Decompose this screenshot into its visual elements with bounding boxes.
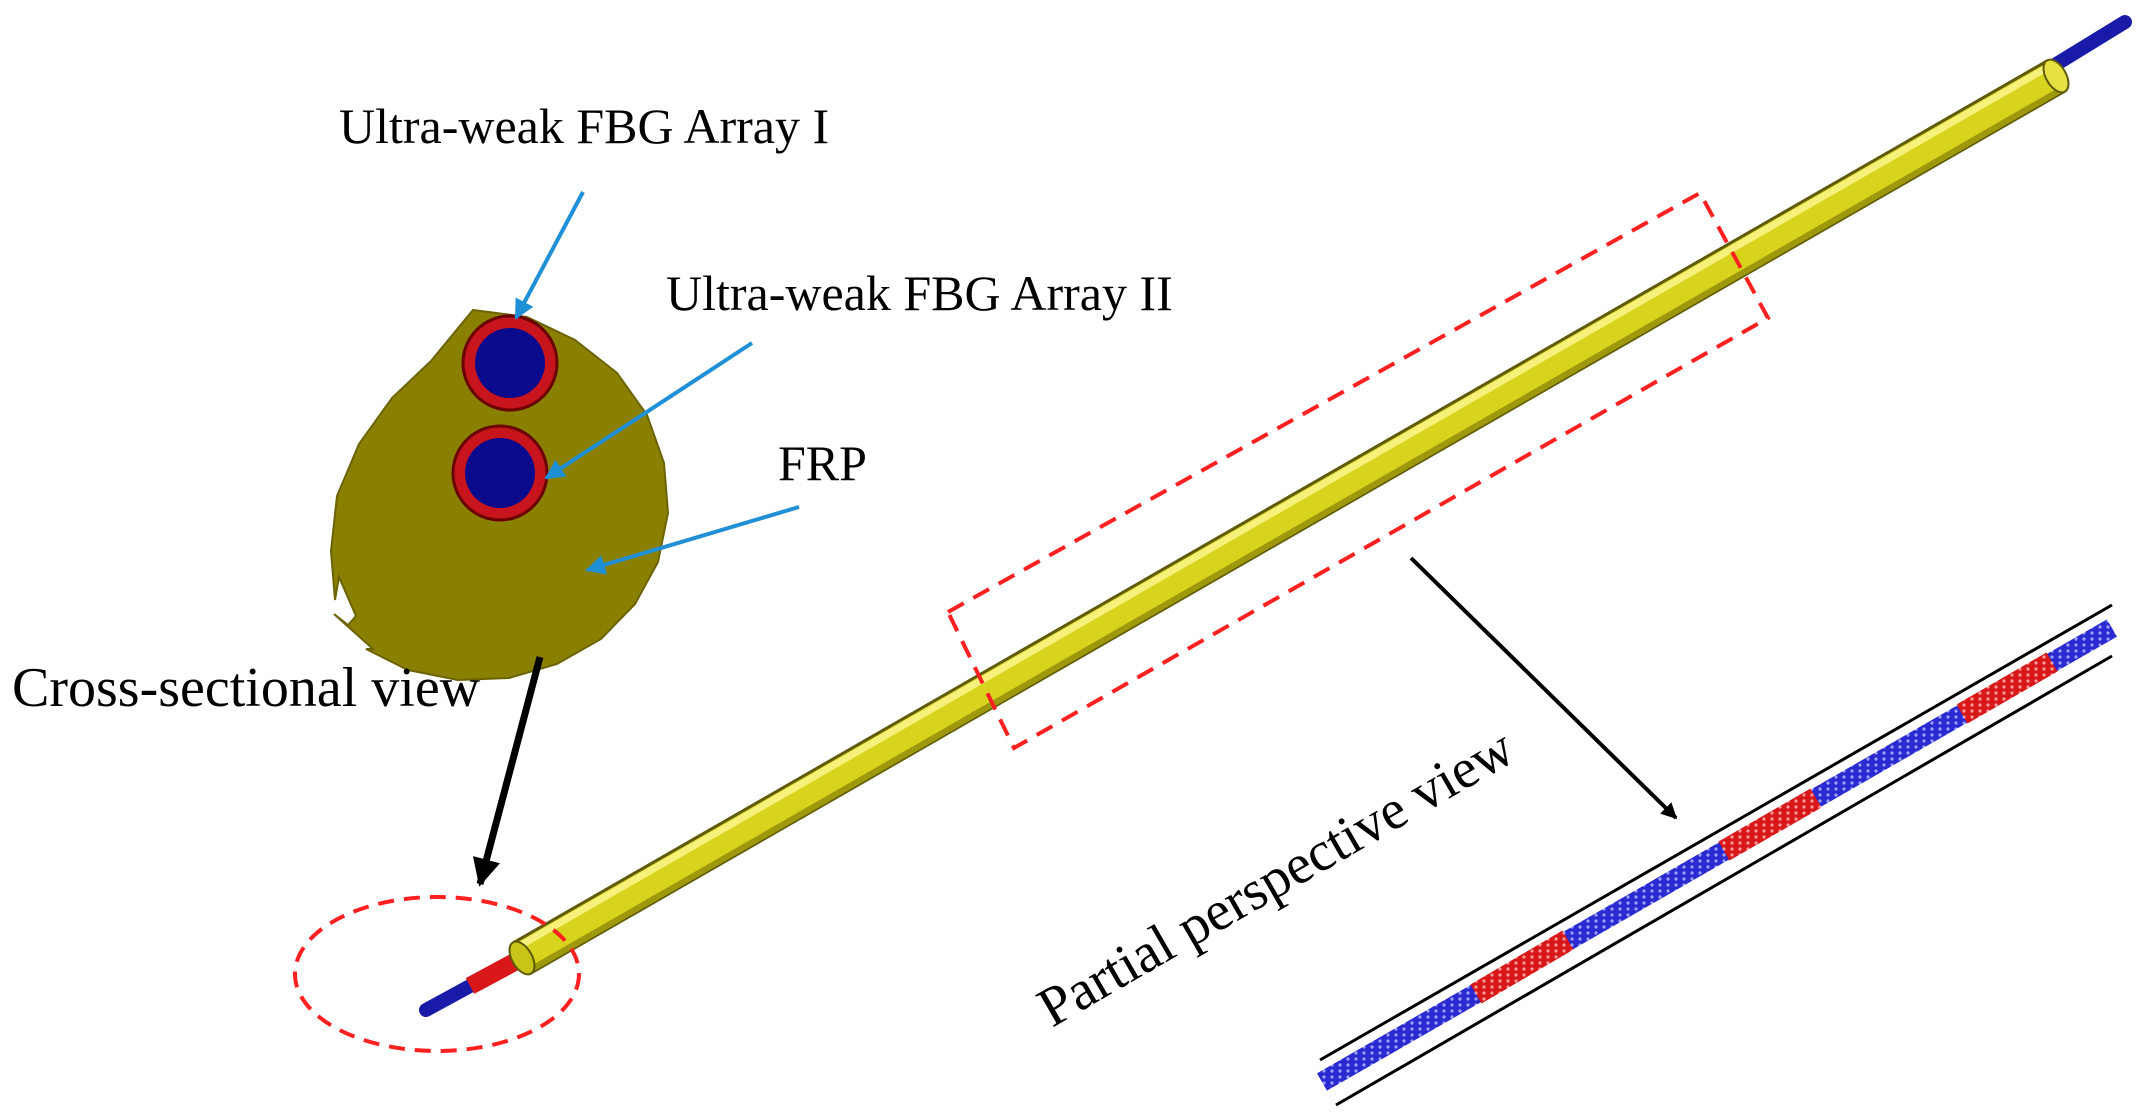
perspective-label: Partial perspective view <box>1028 716 1525 1039</box>
array-one-pointer-arrow <box>514 191 585 320</box>
fiber-array-two-section <box>451 424 549 522</box>
perspective-detail <box>1317 603 2117 1107</box>
grating-segment-3 <box>1956 652 2058 724</box>
end-highlight-ellipse <box>293 895 581 1053</box>
cross-section-view <box>329 308 670 682</box>
zoom-region-box <box>945 190 1771 751</box>
zoom-to-detail-arrow <box>1409 556 1678 820</box>
array-one-label: Ultra-weak FBG Array I <box>339 98 829 154</box>
grating-segment-1 <box>1470 930 1574 1004</box>
fiber-far-end <box>2043 15 2132 75</box>
cross-section-to-end-arrow <box>472 656 544 887</box>
cross-section-label: Cross-sectional view <box>12 657 481 719</box>
fiber-array-one-section <box>461 314 559 412</box>
frp-rod <box>508 58 2070 976</box>
array-two-label: Ultra-weak FBG Array II <box>666 265 1173 321</box>
frp-label: FRP <box>778 435 867 491</box>
grating-segment-2 <box>1718 788 1822 861</box>
frp-pointer-arrow <box>585 505 800 575</box>
array-two-pointer-arrow <box>544 341 754 480</box>
